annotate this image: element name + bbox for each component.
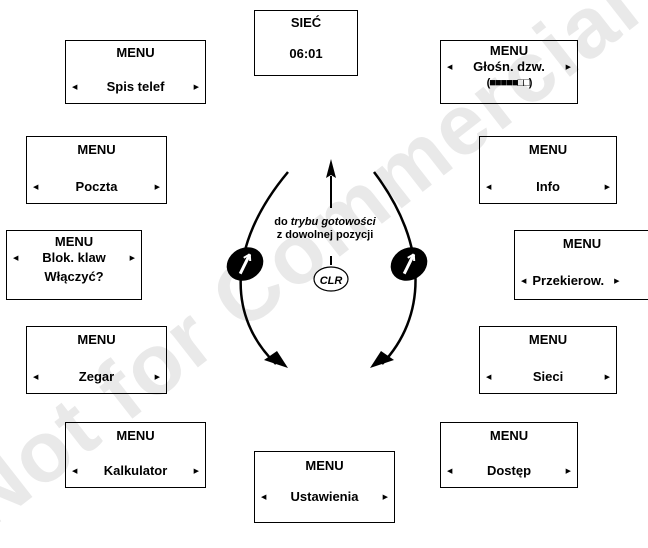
screen-blok-prompt: Włączyć? [44, 269, 104, 284]
left-arrow-icon: ◀ [33, 373, 39, 381]
nav-key-left-icon [226, 247, 264, 281]
screen-siec: SIEĆ 06:01 [254, 10, 358, 76]
left-arrow-icon: ◀ [447, 63, 453, 71]
screen-ustaw-label: Ustawienia [290, 489, 359, 504]
navigation-arrows: CLR [226, 159, 428, 368]
screen-info: MENU ◀ Info ▶ [479, 136, 617, 204]
screen-kalk-title: MENU [116, 428, 155, 443]
screen-dostep-label: Dostęp [486, 463, 532, 478]
clr-key-icon [313, 266, 349, 292]
screen-blok-title: MENU [54, 234, 94, 249]
screen-glosn-label: Głośn. dzw. [473, 59, 545, 74]
screen-przek-label: Przekierow. [532, 273, 605, 288]
left-arrow-icon: ◀ [486, 183, 492, 191]
screen-spis-telef-title: MENU [116, 45, 155, 60]
right-arrow-icon: ▶ [382, 493, 389, 501]
left-arrowhead-icon [264, 351, 288, 368]
right-arrow-icon: ▶ [604, 373, 611, 381]
right-arrow-icon: ▶ [604, 183, 611, 191]
screen-info-label: Info [536, 179, 560, 194]
right-arrow-icon: ▶ [193, 467, 200, 475]
right-arrowhead-icon [370, 351, 394, 368]
center-note: do trybu gotowości z dowolnej pozycji [270, 216, 380, 242]
right-arrow-icon: ▶ [565, 63, 571, 71]
screen-glosn-dzw: MENU ◀ Głośn. dzw. ▶ (■■■■■□□) [440, 40, 578, 104]
screen-kalkulator: MENU ◀ Kalkulator ▶ [65, 422, 206, 488]
right-arrow-icon: ▶ [129, 254, 136, 262]
screen-zegar-label: Zegar [78, 369, 115, 384]
right-arrow-icon: ▶ [193, 83, 200, 91]
screen-sieci-title: MENU [528, 332, 568, 347]
left-arrow-icon: ◀ [447, 467, 453, 475]
screen-ustaw-title: MENU [305, 458, 344, 473]
note-line2: z dowolnej pozycji [276, 229, 374, 241]
right-arrow-icon: ▶ [614, 277, 620, 285]
screen-glosn-title: MENU [489, 43, 529, 58]
left-arrow-icon: ◀ [72, 83, 78, 91]
right-arrow-icon: ▶ [154, 183, 160, 191]
screen-siec-time: 06:01 [289, 46, 323, 61]
note-prefix: do [274, 216, 291, 228]
screen-zegar: MENU ◀ Zegar ▶ [26, 326, 167, 394]
left-arrow-icon: ◀ [72, 467, 78, 475]
left-arrow-icon: ◀ [13, 254, 19, 262]
screen-sieci: MENU ◀ Sieci ▶ [479, 326, 617, 394]
screen-poczta-title: MENU [77, 142, 116, 157]
volume-meter: (■■■■■□□) [486, 77, 533, 89]
up-arrow-icon [326, 159, 336, 178]
nav-key-right-icon [390, 247, 428, 281]
left-arrow-icon: ◀ [486, 373, 492, 381]
note-italic: trybu gotowości [290, 216, 376, 228]
screen-info-title: MENU [528, 142, 568, 157]
left-arrow-icon: ◀ [261, 493, 267, 501]
screen-spis-telef-label: Spis telef [106, 79, 165, 94]
screen-dostep-title: MENU [489, 428, 529, 443]
right-arrow-icon: ▶ [565, 467, 571, 475]
screen-spis-telef: MENU ◀ Spis telef ▶ [65, 40, 206, 104]
screen-kalk-label: Kalkulator [103, 463, 168, 478]
screen-sieci-label: Sieci [532, 369, 564, 384]
left-arrow-icon: ◀ [521, 277, 527, 285]
screen-przek-title: MENU [562, 236, 602, 251]
screen-blok-label: Blok. klaw [42, 250, 106, 265]
screen-zegar-title: MENU [77, 332, 116, 347]
screen-poczta: MENU ◀ Poczta ▶ [26, 136, 167, 204]
screen-dostep: MENU ◀ Dostęp ▶ [440, 422, 578, 488]
left-arrow-icon: ◀ [33, 183, 39, 191]
screen-poczta-label: Poczta [75, 179, 118, 194]
screen-przekierow: MENU ◀ Przekierow. ▶ [514, 230, 648, 300]
screen-siec-title: SIEĆ [290, 15, 322, 30]
clr-key-label: CLR [320, 275, 343, 287]
right-arrow-icon: ▶ [154, 373, 160, 381]
screen-blok-klaw: MENU ◀ Blok. klaw ▶ Włączyć? [6, 230, 142, 300]
